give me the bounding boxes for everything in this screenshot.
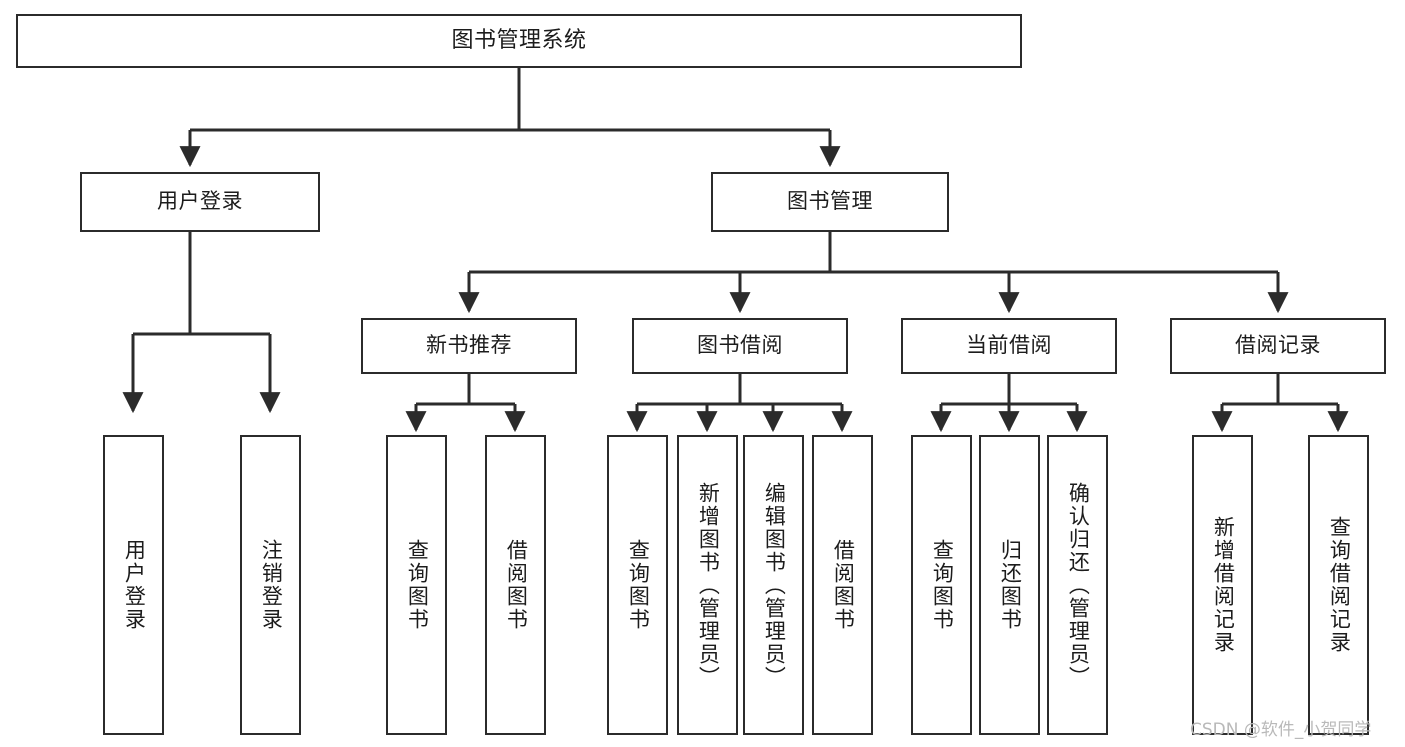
node-label: 新增借阅记录 — [1211, 516, 1236, 654]
node-label: 查询借阅记录 — [1327, 516, 1352, 654]
node-label: 图书管理 — [787, 189, 873, 214]
node-label: 归还图书 — [998, 539, 1023, 631]
node-label: 查询图书 — [405, 539, 430, 631]
node-leaf-query-book-recommend[interactable]: 查询图书 — [386, 435, 447, 735]
node-user-login[interactable]: 用户登录 — [80, 172, 320, 232]
node-leaf-user-login[interactable]: 用户登录 — [103, 435, 164, 735]
node-leaf-query-borrow-record[interactable]: 查询借阅记录 — [1308, 435, 1369, 735]
node-label: 新增图书（管理员） — [696, 481, 721, 689]
node-label: 借阅记录 — [1235, 333, 1321, 358]
node-leaf-add-book-admin[interactable]: 新增图书（管理员） — [677, 435, 738, 735]
node-label: 用户登录 — [157, 189, 243, 214]
node-label: 编辑图书（管理员） — [762, 481, 787, 689]
node-leaf-confirm-return-admin[interactable]: 确认归还（管理员） — [1047, 435, 1108, 735]
node-label: 借阅图书 — [504, 539, 529, 631]
node-leaf-return-book[interactable]: 归还图书 — [979, 435, 1040, 735]
node-label: 注销登录 — [259, 539, 284, 631]
node-label: 图书借阅 — [697, 333, 783, 358]
node-leaf-query-book-borrow[interactable]: 查询图书 — [607, 435, 668, 735]
node-root-book-management-system[interactable]: 图书管理系统 — [16, 14, 1022, 68]
node-leaf-edit-book-admin[interactable]: 编辑图书（管理员） — [743, 435, 804, 735]
node-label: 确认归还（管理员） — [1066, 481, 1091, 689]
node-label: 借阅图书 — [831, 539, 856, 631]
node-book-borrow[interactable]: 图书借阅 — [632, 318, 848, 374]
node-leaf-borrow-book[interactable]: 借阅图书 — [812, 435, 873, 735]
node-new-book-recommend[interactable]: 新书推荐 — [361, 318, 577, 374]
node-label: 查询图书 — [626, 539, 651, 631]
node-current-borrow[interactable]: 当前借阅 — [901, 318, 1117, 374]
node-label: 新书推荐 — [426, 333, 512, 358]
node-leaf-add-borrow-record[interactable]: 新增借阅记录 — [1192, 435, 1253, 735]
node-label: 查询图书 — [930, 539, 955, 631]
node-borrow-record[interactable]: 借阅记录 — [1170, 318, 1386, 374]
node-label: 当前借阅 — [966, 333, 1052, 358]
node-label: 用户登录 — [122, 539, 147, 631]
node-leaf-borrow-book-recommend[interactable]: 借阅图书 — [485, 435, 546, 735]
node-label: 图书管理系统 — [451, 27, 587, 53]
node-leaf-query-book-current[interactable]: 查询图书 — [911, 435, 972, 735]
node-leaf-logout[interactable]: 注销登录 — [240, 435, 301, 735]
node-book-management[interactable]: 图书管理 — [711, 172, 949, 232]
